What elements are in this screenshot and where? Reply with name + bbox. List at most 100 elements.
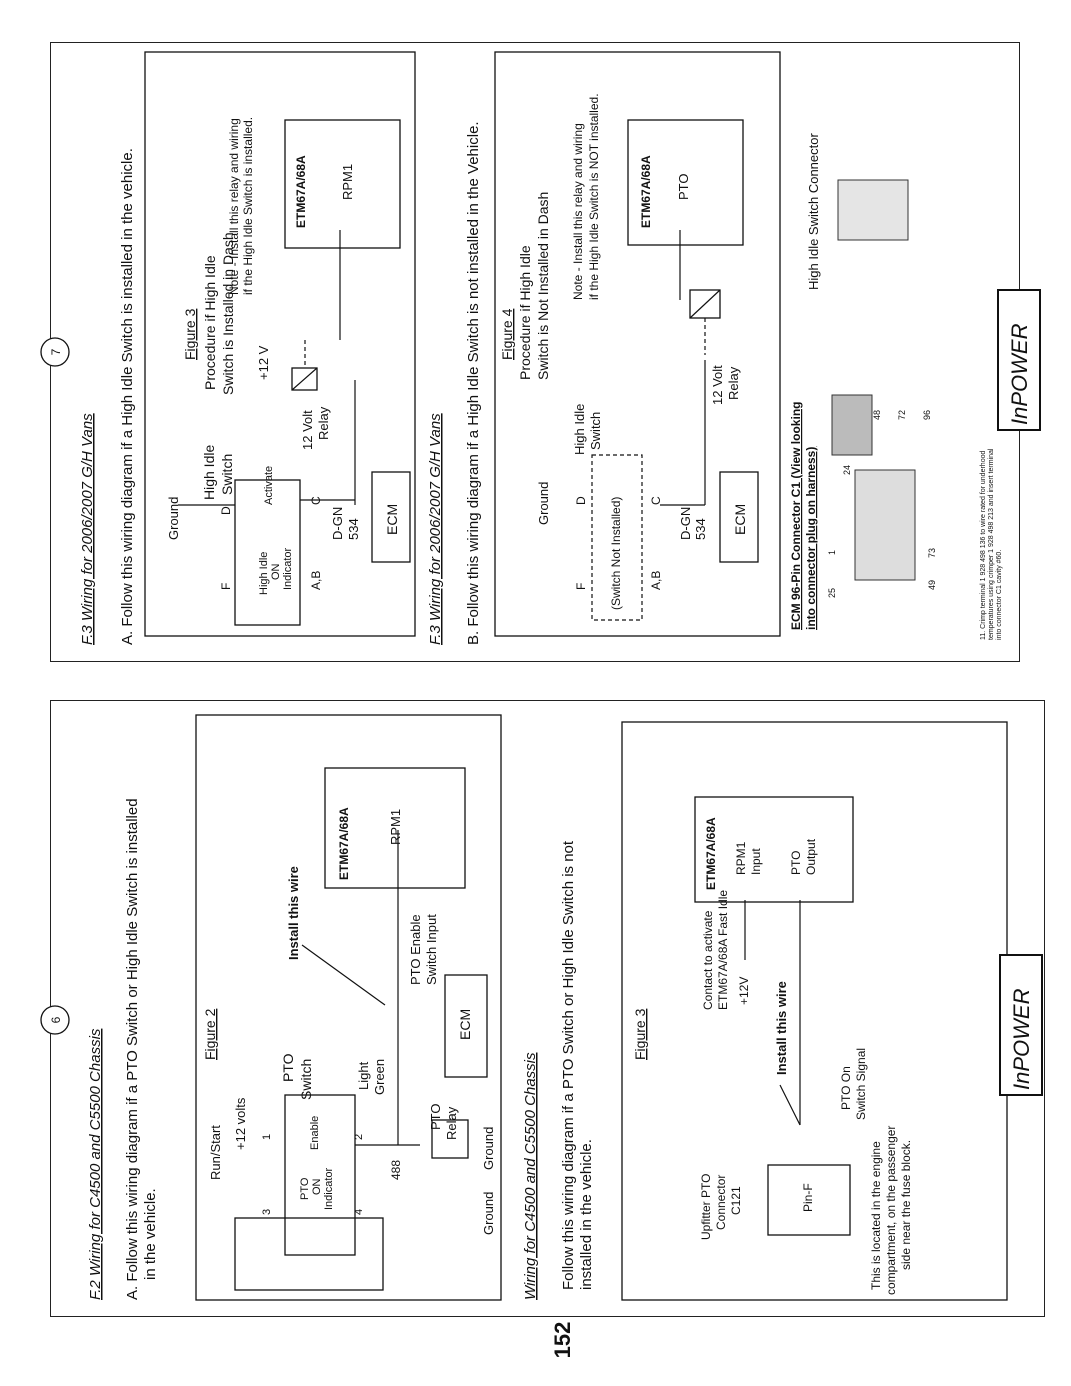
figure3-note1: Note - Install this relay and wiring xyxy=(227,118,241,295)
figure2-switch: Switch xyxy=(298,1059,314,1100)
figure3-switch: Switch xyxy=(219,454,235,495)
item-f2a: A. Follow this wiring diagram if a PTO S… xyxy=(124,798,141,1300)
figure4-ab: A,B xyxy=(649,571,663,590)
svg-text:ETM67A/68A: ETM67A/68A xyxy=(337,807,351,880)
figure2-etm-box xyxy=(324,767,466,889)
figure4-relay: 12 Volt xyxy=(710,365,725,405)
figure3-sub1: Procedure if High Idle xyxy=(202,255,218,390)
svg-text:4: 4 xyxy=(353,1209,365,1215)
svg-text:96: 96 xyxy=(922,410,932,420)
figure3-f: F xyxy=(219,583,233,590)
figure4-dgn: D-GN xyxy=(678,507,693,540)
svg-text:PTO: PTO xyxy=(428,1104,443,1131)
circle-number-7: 7 xyxy=(49,348,63,355)
section-title-f3b: F.3 Wiring for 2006/2007 G/H Vans xyxy=(427,413,444,645)
svg-text:InPOWER: InPOWER xyxy=(1009,988,1034,1090)
svg-text:72: 72 xyxy=(897,410,907,420)
figure3-sub2: Switch is Installed in Dash xyxy=(220,232,236,395)
svg-text:Ground: Ground xyxy=(481,1127,496,1170)
figure3-ground: Ground xyxy=(166,497,181,540)
figure3-relay xyxy=(291,367,318,391)
figure4-ground: Ground xyxy=(536,482,551,525)
ecm-connector-drawing xyxy=(854,469,916,581)
section-title-f2: F.2 Wiring for C4500 and C5500 Chassis xyxy=(87,1028,104,1300)
figure4-etm-box xyxy=(627,119,744,246)
figure4-note1: Note - Install this relay and wiring xyxy=(571,123,585,300)
svg-text:3: 3 xyxy=(261,1209,273,1215)
item-b: Follow this wiring diagram if a PTO Swit… xyxy=(560,840,577,1290)
svg-text:side near the fuse block.: side near the fuse block. xyxy=(899,1140,913,1270)
svg-text:ON: ON xyxy=(311,1178,323,1195)
svg-text:+12V: +12V xyxy=(737,977,751,1005)
figure3-d: D xyxy=(219,506,233,515)
connector-title2: into connector plug on harness) xyxy=(804,447,818,630)
figure3-high-idle: High Idle xyxy=(201,445,217,500)
figure4-ecm-box xyxy=(719,471,759,563)
figure3-ecm-box xyxy=(371,471,411,563)
figure4-etm: ETM67A/68A xyxy=(639,155,653,228)
figure4-note2: if the High Idle Switch is NOT installed… xyxy=(587,93,601,300)
figure4-sub1: Procedure if High Idle xyxy=(517,245,533,380)
svg-text:25: 25 xyxy=(827,588,837,598)
figure4-not-installed: (Switch Not Installed) xyxy=(609,497,623,610)
svg-text:Upfitter PTO: Upfitter PTO xyxy=(699,1174,713,1240)
svg-text:Input: Input xyxy=(749,848,763,875)
svg-text:PTO On: PTO On xyxy=(839,1066,853,1110)
figure3-hi-on: High Idle xyxy=(258,552,270,595)
svg-text:RPM1: RPM1 xyxy=(388,809,403,845)
svg-text:Output: Output xyxy=(804,838,818,875)
svg-text:Green: Green xyxy=(372,1059,387,1095)
figure4-pto: PTO xyxy=(676,174,691,201)
figure4-switch: Switch xyxy=(588,412,603,450)
circle-number-6: 6 xyxy=(49,1016,63,1023)
figure3-etm: ETM67A/68A xyxy=(294,155,308,228)
svg-text:temperatures using crimper 1 9: temperatures using crimper 1 928 498 213… xyxy=(988,448,995,640)
svg-text:49: 49 xyxy=(927,580,937,590)
figure4-not-installed-box xyxy=(591,454,643,621)
section-title-b: Wiring for C4500 and C5500 Chassis xyxy=(522,1052,539,1300)
figure4-relay2: Relay xyxy=(726,366,741,400)
figure4-high-idle: High Idle xyxy=(572,404,587,455)
figure3-dgn: D-GN xyxy=(330,507,345,540)
figure3-etm-box xyxy=(284,119,401,249)
pin-f-box xyxy=(767,1164,851,1236)
svg-text:Switch Signal: Switch Signal xyxy=(854,1048,868,1120)
figure2-pto-relay xyxy=(431,1119,469,1159)
figure4-caption: Figure 4 xyxy=(499,308,515,360)
svg-text:Install this wire: Install this wire xyxy=(774,981,789,1075)
hi-connector-label: High Idle Switch Connector xyxy=(806,133,821,290)
figure2-install: Install this wire xyxy=(286,866,301,960)
svg-text:compartment, on the passenger: compartment, on the passenger xyxy=(884,1126,898,1295)
svg-text:1: 1 xyxy=(827,550,837,555)
svg-text:Switch Input: Switch Input xyxy=(424,914,439,985)
figure3-box xyxy=(144,51,416,637)
high-idle-connector-drawing xyxy=(837,179,909,241)
figure3-ecm: ECM xyxy=(384,504,400,535)
figure3-rpm1: RPM1 xyxy=(340,164,355,200)
figure3-relay-label2: Relay xyxy=(316,406,331,440)
svg-text:Ground: Ground xyxy=(481,1192,496,1235)
svg-text:Connector: Connector xyxy=(714,1175,728,1230)
svg-text:RPM1: RPM1 xyxy=(734,841,748,875)
svg-text:73: 73 xyxy=(927,548,937,558)
item-a-text: A. Follow this wiring diagram if a High … xyxy=(119,148,136,645)
figure3-plus12: +12 V xyxy=(256,345,271,380)
figure3-534: 534 xyxy=(346,518,361,540)
figure3-hi-on2: ON xyxy=(270,563,282,580)
figure2-ground-loop xyxy=(234,1217,384,1291)
figure2-enable: Enable xyxy=(309,1116,321,1150)
figure2-caption: Figure 2 xyxy=(202,1008,218,1060)
figure4-d: D xyxy=(574,496,588,505)
page-number: 152 xyxy=(550,1322,575,1359)
figure3-activate: Activate xyxy=(263,466,275,505)
figure3-switch-box xyxy=(234,479,301,626)
svg-text:into connector C1 cavity #60.: into connector C1 cavity #60. xyxy=(996,550,1003,640)
item-b-cont: installed in the vehicle. xyxy=(578,1139,595,1290)
svg-text:Indicator: Indicator xyxy=(323,1167,335,1210)
figure2-box xyxy=(195,714,502,1301)
svg-text:2: 2 xyxy=(353,1134,365,1140)
svg-text:Light: Light xyxy=(356,1061,371,1090)
figure2-ecm-box xyxy=(444,974,488,1078)
page-number-circle-7 xyxy=(40,337,70,367)
